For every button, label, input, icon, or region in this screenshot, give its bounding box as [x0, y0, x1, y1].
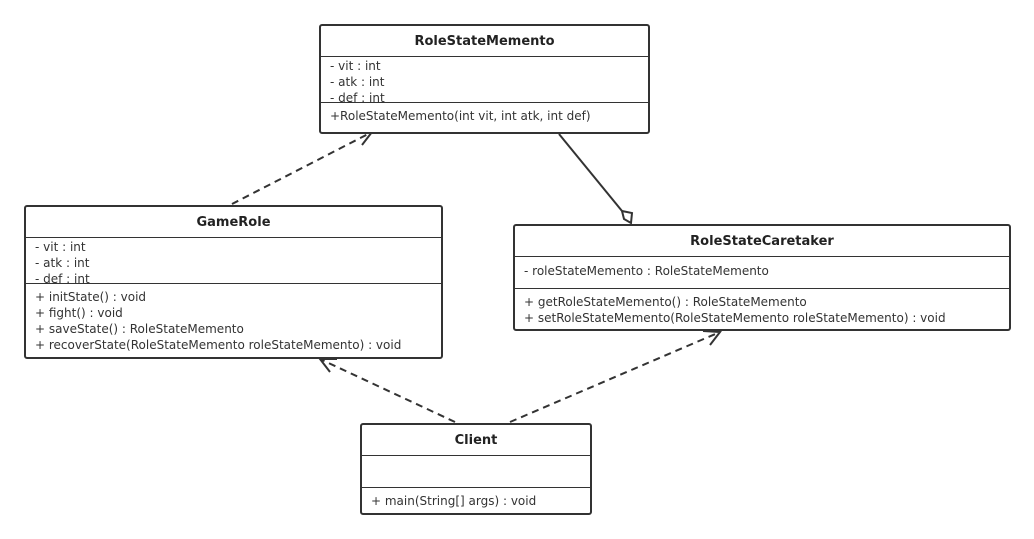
class-rolestatecaretaker[interactable]: RoleStateCaretaker - roleStateMemento : … — [513, 224, 1011, 331]
attribute: - vit : int — [35, 240, 86, 254]
class-client[interactable]: Client + main(String[] args) : void — [360, 423, 592, 515]
operations-section: + getRoleStateMemento() : RoleStateMemen… — [515, 289, 1009, 326]
attribute: - vit : int — [330, 59, 381, 73]
attribute: - atk : int — [330, 75, 385, 89]
attribute: - def : int — [35, 272, 90, 284]
operation: +RoleStateMemento(int vit, int atk, int … — [330, 109, 591, 123]
operations-section: +RoleStateMemento(int vit, int atk, int … — [321, 103, 648, 124]
attributes-section — [362, 456, 590, 488]
operations-section: + main(String[] args) : void — [362, 488, 590, 509]
operation: + setRoleStateMemento(RoleStateMemento r… — [524, 311, 946, 325]
operation: + fight() : void — [35, 306, 123, 320]
class-name: GameRole — [26, 207, 441, 238]
attributes-section: - vit : int - atk : int - def : int — [26, 238, 441, 284]
class-name: RoleStateCaretaker — [515, 226, 1009, 257]
attribute: - def : int — [330, 91, 385, 103]
operation: + saveState() : RoleStateMemento — [35, 322, 244, 336]
class-name: Client — [362, 425, 590, 456]
operation: + getRoleStateMemento() : RoleStateMemen… — [524, 295, 807, 309]
operation: + main(String[] args) : void — [371, 494, 537, 508]
class-rolestatememento[interactable]: RoleStateMemento - vit : int - atk : int… — [319, 24, 650, 134]
attribute: - atk : int — [35, 256, 90, 270]
attributes-section: - vit : int - atk : int - def : int — [321, 57, 648, 103]
operations-section: + initState() : void + fight() : void + … — [26, 284, 441, 353]
operation: + recoverState(RoleStateMemento roleStat… — [35, 338, 402, 352]
operation: + initState() : void — [35, 290, 147, 304]
class-name: RoleStateMemento — [321, 26, 648, 57]
dependency-gamerole-to-memento — [231, 131, 375, 205]
attribute: - roleStateMemento : RoleStateMemento — [524, 264, 769, 278]
aggregation-caretaker-to-memento — [558, 133, 634, 225]
attributes-section: - roleStateMemento : RoleStateMemento — [515, 257, 1009, 289]
dependency-client-to-caretaker — [509, 330, 722, 423]
dependency-client-to-gamerole — [317, 358, 456, 423]
class-gamerole[interactable]: GameRole - vit : int - atk : int - def :… — [24, 205, 443, 359]
